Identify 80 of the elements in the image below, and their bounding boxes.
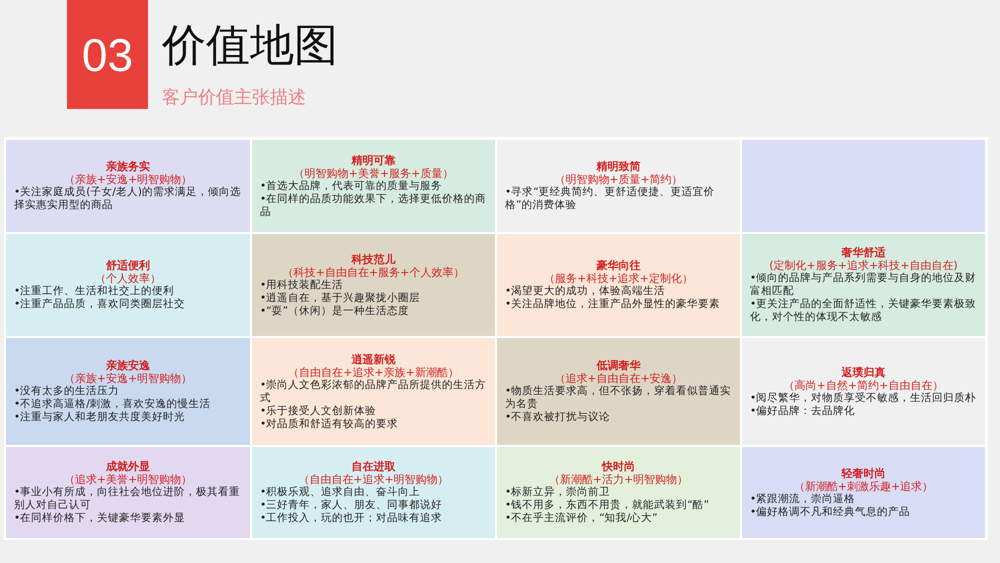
value-formula: （高尚+自然+简约+自由自在）	[782, 378, 944, 392]
card-heading: 轻奢时尚	[840, 466, 886, 480]
bullet-text: •偏好品牌：去品牌化	[750, 404, 856, 418]
subtitle: 客户价值主张描述	[162, 86, 306, 110]
bullet-text: •“耍”（休闲）是一种生活态度	[260, 304, 410, 318]
value-formula: （新潮酷+刺激乐趣+追求）	[792, 480, 934, 492]
card-heading: 成就外显	[105, 460, 151, 473]
bullet-text: •关注品牌地位，注重产品外显性的豪华要素	[505, 298, 722, 311]
value-card	[252, 338, 495, 445]
value-card	[252, 140, 495, 232]
card-heading: 精明可靠	[350, 154, 396, 166]
bullet-text: •钱不用多，东西不用贵，就能武装到“酷”	[505, 499, 710, 512]
bullet-text: •更关注产品的全面舒适性，关键豪华要素极致化，对个性的体现不太敏感	[750, 298, 977, 324]
card-heading: 科技范儿	[350, 252, 396, 266]
card-heading: 逍遥新锐	[350, 352, 396, 366]
bullet-text: •紧跟潮流，崇尚逼格	[750, 492, 856, 506]
bullet-text: •物质生活要求高，但不张扬，穿着看似普通实为名贵	[505, 385, 732, 411]
value-formula: （新潮酷+活力+明智购物）	[548, 473, 690, 486]
bullet-text: •三好青年，家人、朋友、同事都说好	[260, 499, 444, 512]
bullet-text: •关注家庭成员(子女/老人)的需求满足，倾向选择实惠实用型的商品	[14, 186, 242, 212]
title: 价值地图	[162, 20, 338, 72]
value-formula: （个人效率）	[94, 272, 162, 285]
value-card	[742, 447, 985, 538]
bullet-text: •标新立异，崇尚前卫	[505, 486, 612, 499]
value-card	[252, 234, 495, 336]
bullet-text: •注重与家人和老朋友共度美好时光	[14, 411, 186, 424]
value-card	[497, 447, 740, 538]
card-heading: 快时尚	[600, 460, 636, 473]
bullet-text: •逍遥自在，基于兴趣聚拢小圈层	[260, 292, 422, 304]
card-heading: 精明致简	[595, 160, 642, 173]
bullet-text: •在同样的品质功能效果下，选择更低价格的商品	[260, 192, 487, 218]
bullet-text: •不喜欢被打扰与议论	[505, 411, 612, 424]
bullet-text: •注重工作、生活和社交上的便利	[14, 285, 176, 298]
bullet-text: •对品质和舒适有较高的要求	[260, 418, 400, 430]
bullet-text: •偏好格调不凡和经典气息的产品	[750, 506, 912, 518]
bullet-text: •阅尽繁华，对物质享受不敏感，生活回归质朴	[750, 392, 977, 404]
value-formula: (定制化+服务+追求+科技+自由自在)	[768, 259, 959, 272]
card-heading: 自在进取	[350, 460, 396, 473]
card-heading: 低调奢华	[595, 359, 642, 372]
value-card	[6, 447, 250, 538]
empty-box	[742, 140, 985, 232]
card-heading: 奢华舒适	[840, 246, 886, 259]
value-card	[6, 234, 250, 336]
value-formula: （追求+美誉+明智购物）	[62, 473, 194, 486]
card-heading: 亲族务实	[105, 160, 151, 173]
bullet-text: •渴望更大的成功，体验高端生活	[505, 285, 666, 298]
bullet-text: •工作投入，玩的也开；对品味有追求	[260, 512, 444, 525]
card-heading: 亲族安逸	[105, 359, 151, 372]
bullet-text: •用科技装配生活	[260, 278, 344, 292]
bullet-text: •倾向的品牌与产品系列需要与自身的地位及财富相匹配	[750, 272, 977, 298]
value-formula: （自由自在+追求+亲族+新潮酷）	[287, 366, 460, 378]
value-card	[6, 140, 250, 232]
value-formula: （明智购物+美誉+服务+质量）	[292, 166, 454, 180]
bullet-text: •首选大品牌，代表可靠的质量与服务	[260, 180, 444, 192]
value-card	[497, 338, 740, 445]
value-formula: （明智购物+质量+简约）	[553, 173, 684, 186]
value-formula: （追求+自由自在+安逸）	[553, 372, 684, 385]
bullet-text: •事业小有所成，向往社会地位进阶，极其看重别人对自己认可	[14, 486, 242, 512]
section-number: 03	[67, 0, 148, 109]
value-formula: （服务+科技+追求+定制化）	[543, 272, 694, 285]
bullet-text: •积极乐观、追求自由、奋斗向上	[260, 486, 422, 499]
value-card	[742, 234, 985, 336]
value-formula: （自由自在+追求+明智购物）	[297, 473, 450, 486]
bullet-text: •在同样价格下，关键豪华要素外显	[14, 512, 186, 525]
bullet-text: •乐于接受人文创新体验	[260, 404, 378, 418]
card-heading: 返璞归真	[840, 366, 886, 378]
bullet-text: •不追求高逼格/刺激，喜欢安逸的慢生活	[14, 398, 212, 411]
value-card	[6, 338, 250, 445]
value-formula: （亲族+安逸+明智购物）	[62, 372, 194, 385]
bullet-text: •注重产品品质，喜欢同类圈层社交	[14, 298, 186, 311]
bullet-text: •没有太多的生活压力	[14, 385, 120, 398]
value-formula: （亲族+安逸+明智购物）	[62, 173, 194, 186]
value-card	[497, 234, 740, 336]
value-card	[252, 447, 495, 538]
card-heading: 豪华向往	[596, 259, 642, 272]
bullet-text: •寻求“更经典简约、更舒适便捷、更适宜价格”的消费体验	[505, 186, 716, 212]
value-formula: （科技+自由自在+服务+个人效率）	[282, 266, 466, 278]
card-heading: 舒适便利	[105, 259, 151, 272]
bullet-text: •不在乎主流评价，“知我/心大”	[505, 512, 659, 525]
bullet-text: •崇尚人文色彩浓郁的品牌产品所提供的生活方式	[260, 378, 487, 404]
